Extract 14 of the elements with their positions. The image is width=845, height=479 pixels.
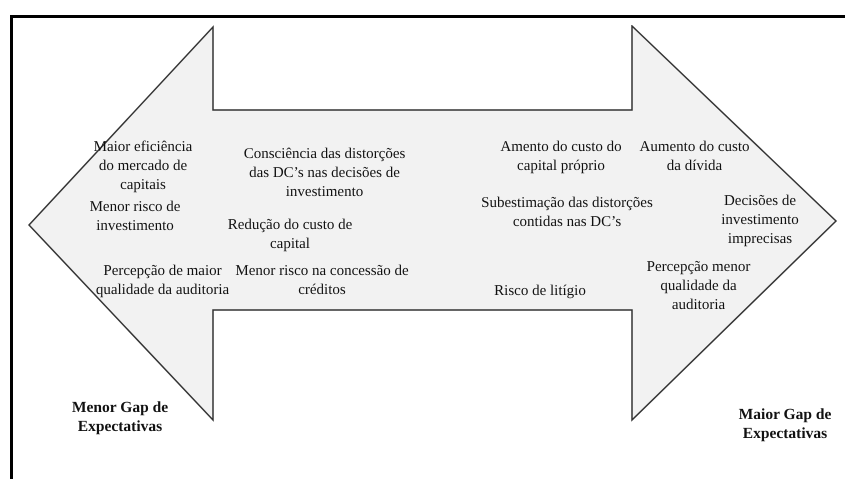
effect-text: Menor risco na concessão de créditos — [234, 262, 410, 300]
effect-text: Consciência das distorções das DC’s nas decisões de investimento — [242, 145, 406, 202]
effect-text: Percepção menor qualidade da auditoria — [646, 258, 752, 315]
effect-text: Subestimação das distorções contidas nas DC’s — [480, 194, 654, 232]
effect-text: Percepção de maior qualidade da auditoria — [95, 262, 230, 300]
end-label: Menor Gap de Expectativas — [70, 398, 170, 436]
effect-text: Aumento do custo da dívida — [638, 138, 750, 176]
effect-text: Menor risco de investimento — [88, 198, 182, 236]
effect-text: Decisões de investimento imprecisas — [720, 192, 800, 249]
effect-text: Redução do custo de capital — [226, 216, 354, 254]
end-label: Maior Gap de Expectativas — [738, 405, 832, 443]
effect-text: Amento do custo do capital próprio — [499, 138, 623, 176]
effect-text: Risco de litígio — [493, 282, 587, 301]
double-arrow — [28, 25, 838, 422]
